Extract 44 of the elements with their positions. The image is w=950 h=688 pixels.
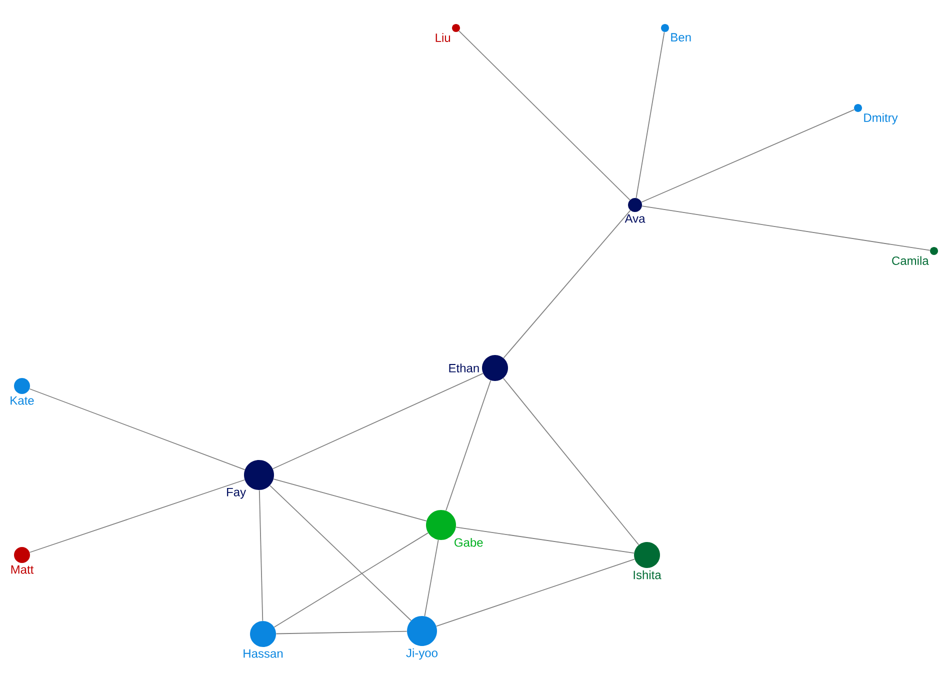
connection-line [272, 373, 484, 470]
person-node: Hassan [244, 621, 283, 658]
connection-line [642, 206, 930, 251]
person-node: Ethan [449, 355, 508, 381]
node-label: Ava [624, 214, 646, 223]
person-node: Fay [227, 460, 274, 499]
person-node: Ishita [634, 542, 662, 580]
node-label: Gabe [454, 538, 483, 547]
connection-line [29, 479, 246, 553]
node-label: Liu [436, 33, 450, 42]
connection-line [276, 630, 408, 634]
connection-line [446, 380, 492, 512]
person-node: Ben [661, 24, 691, 42]
person-node: Ava [624, 198, 646, 223]
node-label: Kate [10, 396, 34, 405]
connection-line [270, 485, 412, 621]
node-label: Camila [892, 256, 929, 265]
node-label: Matt [11, 565, 34, 574]
node-label: Ethan [449, 364, 479, 372]
person-node: Kate [10, 378, 34, 405]
node-label: Hassan [244, 649, 283, 658]
connection-line [458, 30, 630, 200]
node-label: Dmitry [864, 113, 898, 124]
connection-line [29, 388, 246, 470]
node-label: Ji-yoo [406, 648, 438, 660]
person-node: Gabe [426, 510, 483, 547]
person-node: Matt [11, 547, 34, 574]
connection-line [456, 526, 634, 554]
person-node: Camila [892, 247, 938, 265]
connection-line [258, 490, 264, 622]
connection-line [274, 532, 428, 628]
connection-line [424, 540, 439, 616]
person-node: Dmitry [854, 104, 898, 124]
person-node: Ji-yoo [406, 616, 438, 660]
node-label: Ishita [634, 570, 662, 580]
connection-line [273, 478, 427, 522]
person-node: Liu [436, 24, 460, 42]
connection-line [502, 378, 640, 546]
connection-line [641, 109, 855, 203]
connection-line [436, 558, 635, 627]
connection-line [636, 32, 665, 198]
connection-line [503, 210, 631, 358]
node-label: Fay [227, 488, 246, 499]
node-label: Ben [671, 33, 691, 42]
